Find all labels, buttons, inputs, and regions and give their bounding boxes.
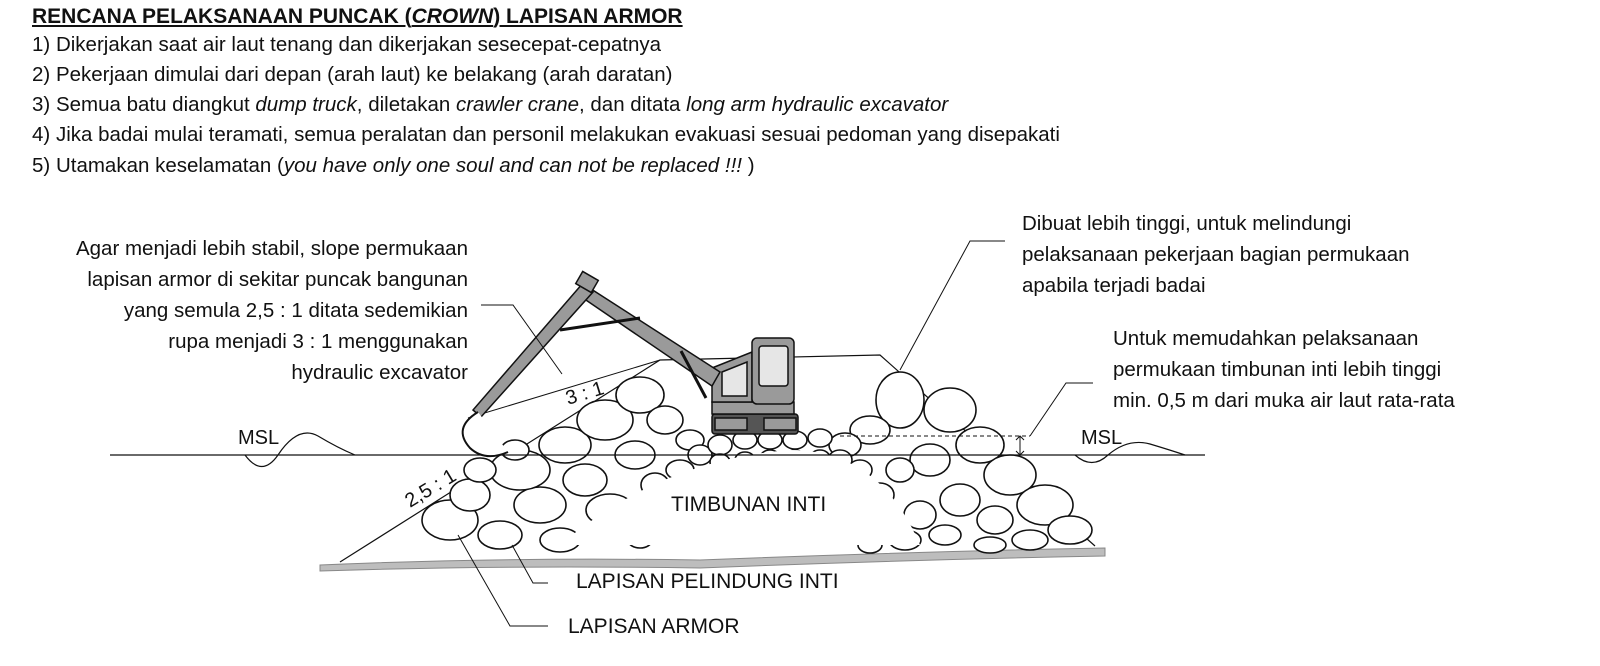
stone [576, 399, 634, 441]
stone [463, 457, 497, 483]
stone [477, 520, 523, 550]
stone [885, 457, 915, 483]
right-note: Untuk memudahkan pelaksanaan permukaan t… [1113, 327, 1455, 412]
core-label: TIMBUNAN INTI [671, 493, 826, 516]
step-text: , diletakan [356, 93, 456, 116]
seabed-ground [319, 547, 1106, 572]
stone [976, 505, 1014, 535]
step-text: crawler crane [455, 93, 579, 116]
underlayer-label: LAPISAN PELINDUNG INTI [576, 570, 839, 593]
stone [807, 428, 833, 448]
step-2: 2) Pekerjaan dimulai dari depan (arah la… [32, 63, 672, 87]
stone [1011, 529, 1049, 551]
msl-left-label: MSL [238, 427, 279, 449]
stone [849, 415, 891, 445]
stone [1047, 515, 1093, 545]
stone [646, 405, 684, 435]
step-text: Pekerjaan dimulai dari depan (arah laut)… [55, 63, 673, 86]
step-number: 2) [32, 63, 56, 86]
step-5: 5) Utamakan keselamatan (you have only o… [32, 154, 755, 178]
step-4: 4) Jika badai mulai teramati, semua pera… [32, 123, 1060, 147]
step-text: Semua batu diangkut [55, 93, 256, 116]
stone [513, 486, 567, 524]
step-text: you have only one soul and can not be re… [283, 154, 748, 177]
step-text: Dikerjakan saat air laut tenang dan dike… [55, 33, 662, 56]
height-arrow [1015, 435, 1025, 456]
step-text: , dan ditata [579, 93, 687, 116]
stone [875, 371, 925, 429]
step-number: 4) [32, 123, 56, 146]
step-3: 3) Semua batu diangkut dump truck, dilet… [32, 93, 948, 117]
step-text: Jika badai mulai teramati, semua peralat… [55, 123, 1060, 146]
wave-right [1074, 441, 1186, 464]
step-number: 3) [32, 93, 56, 116]
stone [615, 376, 665, 414]
step-text: dump truck [255, 93, 357, 116]
stone [939, 483, 981, 517]
step-number: 5) [32, 154, 56, 177]
left-note: Agar menjadi lebih stabil, slope permuka… [75, 237, 468, 384]
stone [707, 434, 733, 456]
slope-3-1-line [467, 359, 661, 419]
core-fill [560, 450, 920, 545]
stone [562, 463, 608, 497]
step-number: 1) [32, 33, 56, 56]
stone [538, 426, 592, 464]
top-right-note: Dibuat lebih tinggi, untuk melindungi pe… [1022, 212, 1410, 297]
step-text: Utamakan keselamatan ( [55, 154, 284, 177]
step-text: long arm hydraulic excavator [686, 93, 949, 116]
wave-left [244, 432, 356, 468]
stone [928, 524, 962, 546]
stone [973, 536, 1007, 554]
armor-layer-label: LAPISAN ARMOR [568, 615, 740, 638]
excavator [461, 270, 799, 458]
title: RENCANA PELAKSANAAN PUNCAK (CROWN) LAPIS… [32, 5, 683, 28]
leader-lines [457, 240, 1093, 627]
msl-right-label: MSL [1081, 427, 1122, 449]
stone [1016, 484, 1074, 526]
stone [909, 443, 951, 477]
step-1: 1) Dikerjakan saat air laut tenang dan d… [32, 33, 661, 57]
step-text: ) [747, 154, 755, 177]
stone [923, 387, 977, 433]
